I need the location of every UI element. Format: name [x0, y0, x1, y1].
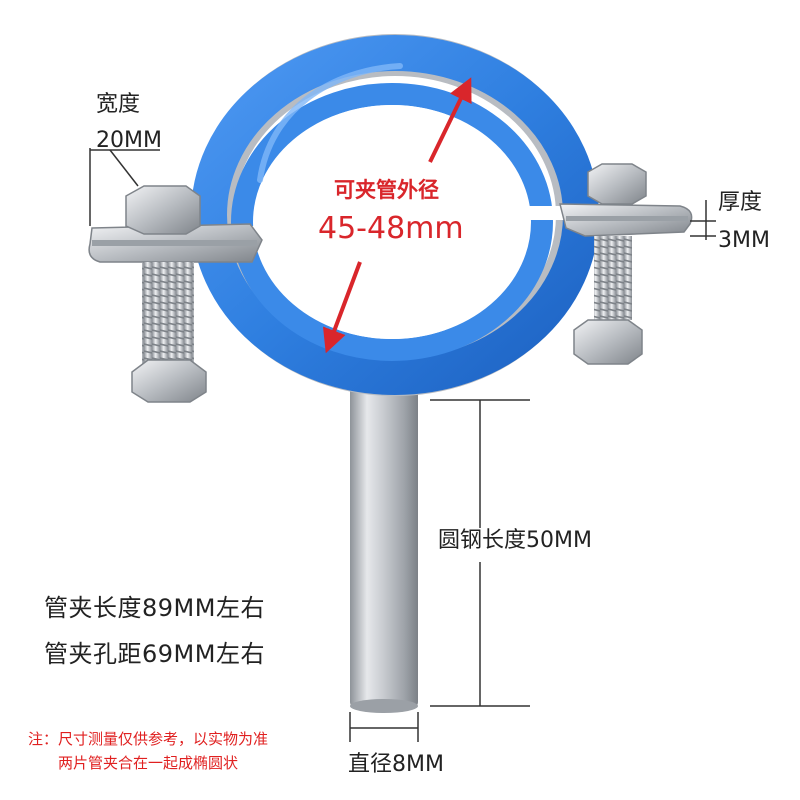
thickness-value: 3MM [718, 228, 770, 253]
thickness-dimension-lines [690, 200, 716, 240]
rod-length-dimension [430, 399, 530, 707]
diameter-arrows [322, 77, 472, 354]
width-title: 宽度 [96, 92, 141, 117]
clamp-length-label: 管夹长度89MM左右 [44, 594, 265, 622]
clamp-ring [190, 34, 610, 396]
right-bolt-assembly [559, 163, 693, 365]
round-steel-rod [350, 370, 418, 713]
thickness-title: 厚度 [718, 190, 763, 215]
width-dimension-lines [89, 148, 160, 226]
diameter-value: 45-48mm [318, 211, 464, 246]
note-line-1: 注：尺寸测量仅供参考，以实物为准 [28, 730, 269, 748]
rod-length-label: 圆钢长度50MM [438, 528, 592, 553]
width-value: 20MM [96, 128, 162, 153]
note-line-2: 两片管夹合在一起成椭圆状 [58, 754, 239, 772]
rod-diameter-dimension [349, 712, 419, 742]
rod-diameter-label: 直径8MM [348, 752, 444, 777]
diameter-title: 可夹管外径 [334, 178, 439, 202]
left-bolt-assembly [88, 185, 263, 403]
hole-spacing-label: 管夹孔距69MM左右 [44, 640, 265, 668]
